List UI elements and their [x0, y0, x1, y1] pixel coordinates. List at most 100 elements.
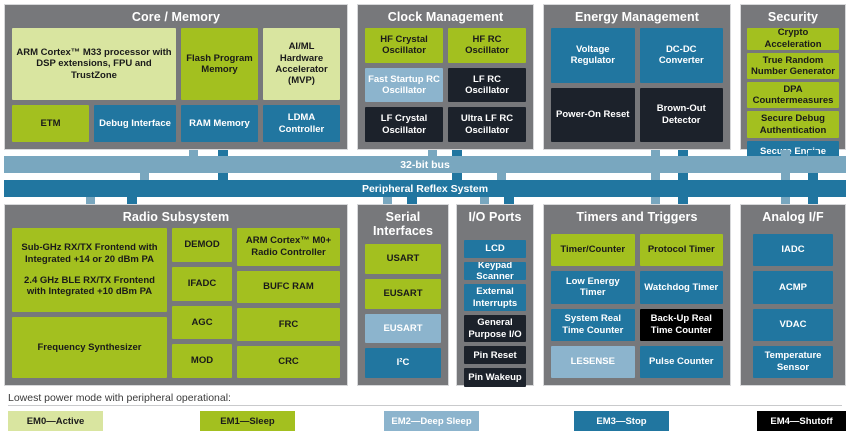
block-debug-interface: Debug Interface — [94, 105, 176, 142]
prs-stub-core-light — [140, 173, 149, 181]
block-hf-rc-oscillator: HF RC Oscillator — [448, 28, 526, 63]
block-true-random-number-generator: True Random Number Generator — [747, 52, 839, 80]
block-bufc-ram: BUFC RAM — [237, 270, 340, 304]
bus-stub-energy-light — [651, 150, 660, 158]
block-lf-rc-oscillator: LF RC Oscillator — [448, 67, 526, 103]
block-low-energy-timer: Low Energy Timer — [551, 271, 635, 304]
block-lesense: LESENSE — [551, 345, 635, 378]
bus-32-bit: 32-bit bus — [4, 156, 846, 173]
bus-stub-io-light — [480, 197, 489, 205]
bus-stub-timers-dark — [678, 197, 688, 205]
panel-title-core-memory: Core / Memory — [131, 10, 221, 24]
legend-item-em1: EM1—Sleep — [200, 411, 295, 431]
block-eusart-1: EUSART — [365, 278, 441, 309]
block-backup-real-time-counter: Back-Up Real Time Counter — [639, 308, 723, 341]
block-lf-crystal-oscillator: LF Crystal Oscillator — [365, 107, 443, 143]
block-crypto-acceleration: Crypto Acceleration — [747, 28, 839, 50]
block-ultra-lf-rc-oscillator: Ultra LF RC Oscillator — [448, 107, 526, 143]
block-temperature-sensor: Temperature Sensor — [753, 345, 833, 378]
block-agc: AGC — [172, 305, 232, 340]
prs-stub-security-light — [781, 173, 790, 181]
panel-core-memory: Core / Memory ARM Cortex™ M33 processor … — [4, 4, 348, 150]
block-general-purpose-io: General Purpose I/O — [464, 315, 526, 343]
block-rf-frontend-ble: 2.4 GHz BLE RX/TX Frontend with Integrat… — [24, 275, 155, 298]
bus-stub-security-light — [781, 150, 790, 158]
panel-radio-subsystem: Radio Subsystem Sub-GHz RX/TX Frontend w… — [4, 204, 348, 386]
block-voltage-regulator: Voltage Regulator — [551, 28, 635, 83]
block-hf-crystal-oscillator: HF Crystal Oscillator — [365, 28, 443, 63]
bus-stub-serial-dark — [407, 197, 417, 205]
panel-title-timers-and-triggers: Timers and Triggers — [576, 210, 698, 224]
block-aiml-accelerator: AI/ML Hardware Accelerator (MVP) — [263, 28, 340, 100]
block-dcdc-converter: DC-DC Converter — [639, 28, 723, 83]
panel-timers-and-triggers: Timers and Triggers Timer/Counter Protoc… — [543, 204, 731, 386]
block-system-real-time-counter: System Real Time Counter — [551, 308, 635, 341]
block-keypad-scanner: Keypad Scanner — [464, 262, 526, 281]
legend-item-em3: EM3—Stop — [574, 411, 669, 431]
panel-title-io-ports: I/O Ports — [468, 210, 522, 224]
bus-stub-radio-dark — [127, 197, 137, 205]
legend-divider — [8, 405, 842, 406]
panel-serial-interfaces: Serial Interfaces USART EUSART EUSART I²… — [357, 204, 449, 386]
legend-item-em2: EM2—Deep Sleep — [384, 411, 479, 431]
block-protocol-timer: Protocol Timer — [639, 234, 723, 267]
block-ifadc: IFADC — [172, 266, 232, 301]
block-acmp: ACMP — [753, 271, 833, 304]
block-frequency-synthesizer: Frequency Synthesizer — [12, 317, 167, 378]
panel-security: Security Crypto Acceleration True Random… — [740, 4, 846, 163]
bus-peripheral-reflex-system: Peripheral Reflex System — [4, 180, 846, 197]
bus-stub-radio-light — [86, 197, 95, 205]
block-pulse-counter: Pulse Counter — [639, 345, 723, 378]
panel-title-serial-interfaces: Serial Interfaces — [372, 210, 434, 238]
block-timer-counter: Timer/Counter — [551, 234, 635, 267]
block-frc: FRC — [237, 308, 340, 341]
block-usart: USART — [365, 244, 441, 274]
block-watchdog-timer: Watchdog Timer — [639, 271, 723, 304]
panel-energy-management: Energy Management Voltage Regulator DC-D… — [543, 4, 731, 150]
panel-title-security: Security — [767, 10, 819, 24]
bus-32-bit-label: 32-bit bus — [400, 158, 450, 171]
panel-title-energy-management: Energy Management — [575, 10, 699, 24]
block-iadc: IADC — [753, 234, 833, 267]
block-ram-memory: RAM Memory — [181, 105, 258, 142]
panel-title-radio-subsystem: Radio Subsystem — [122, 210, 230, 224]
panel-title-clock-management: Clock Management — [387, 10, 504, 24]
block-mod: MOD — [172, 344, 232, 378]
block-external-interrupts: External Interrupts — [464, 284, 526, 312]
block-ldma-controller: LDMA Controller — [263, 105, 340, 142]
block-vdac: VDAC — [753, 308, 833, 341]
block-fast-startup-rc-oscillator: Fast Startup RC Oscillator — [365, 67, 443, 103]
bus-stub-analog-dark — [808, 197, 818, 205]
bus-stub-clock-light — [428, 150, 437, 158]
block-rf-frontend: Sub-GHz RX/TX Frontend with Integrated +… — [12, 228, 167, 313]
bus-stub-analog-light — [781, 197, 790, 205]
panel-analog-if: Analog I/F IADC ACMP VDAC Temperature Se… — [740, 204, 846, 386]
block-eusart-2: EUSART — [365, 313, 441, 344]
bus-stub-timers-light — [651, 197, 660, 205]
block-cortex-m0-radio-controller: ARM Cortex™ M0+ Radio Controller — [237, 228, 340, 266]
block-i2c: I²C — [365, 348, 441, 378]
legend-note: Lowest power mode with peripheral operat… — [8, 392, 231, 404]
block-crc: CRC — [237, 345, 340, 379]
block-brown-out-detector: Brown-Out Detector — [639, 87, 723, 142]
panel-io-ports: I/O Ports LCD Keypad Scanner External In… — [456, 204, 534, 387]
panel-title-analog-if: Analog I/F — [762, 210, 824, 224]
prs-stub-energy-light — [651, 173, 660, 181]
block-pin-reset: Pin Reset — [464, 346, 526, 365]
block-lcd: LCD — [464, 240, 526, 259]
block-power-on-reset: Power-On Reset — [551, 87, 635, 142]
prs-stub-clock-light — [497, 173, 506, 181]
block-etm: ETM — [12, 105, 89, 142]
block-rf-frontend-subghz: Sub-GHz RX/TX Frontend with Integrated +… — [21, 242, 158, 265]
block-pin-wakeup: Pin Wakeup — [464, 368, 526, 387]
bus-stub-core-light — [189, 150, 198, 158]
block-flash-program-memory: Flash Program Memory — [181, 28, 258, 100]
block-secure-debug-authentication: Secure Debug Authentication — [747, 111, 839, 138]
panel-clock-management: Clock Management HF Crystal Oscillator H… — [357, 4, 534, 150]
bus-stub-io-dark — [504, 197, 514, 205]
bus-prs-label: Peripheral Reflex System — [361, 182, 489, 195]
block-dpa-countermeasures: DPA Countermeasures — [747, 82, 839, 109]
legend-item-em4: EM4—Shutoff — [757, 411, 846, 431]
block-demod: DEMOD — [172, 228, 232, 262]
